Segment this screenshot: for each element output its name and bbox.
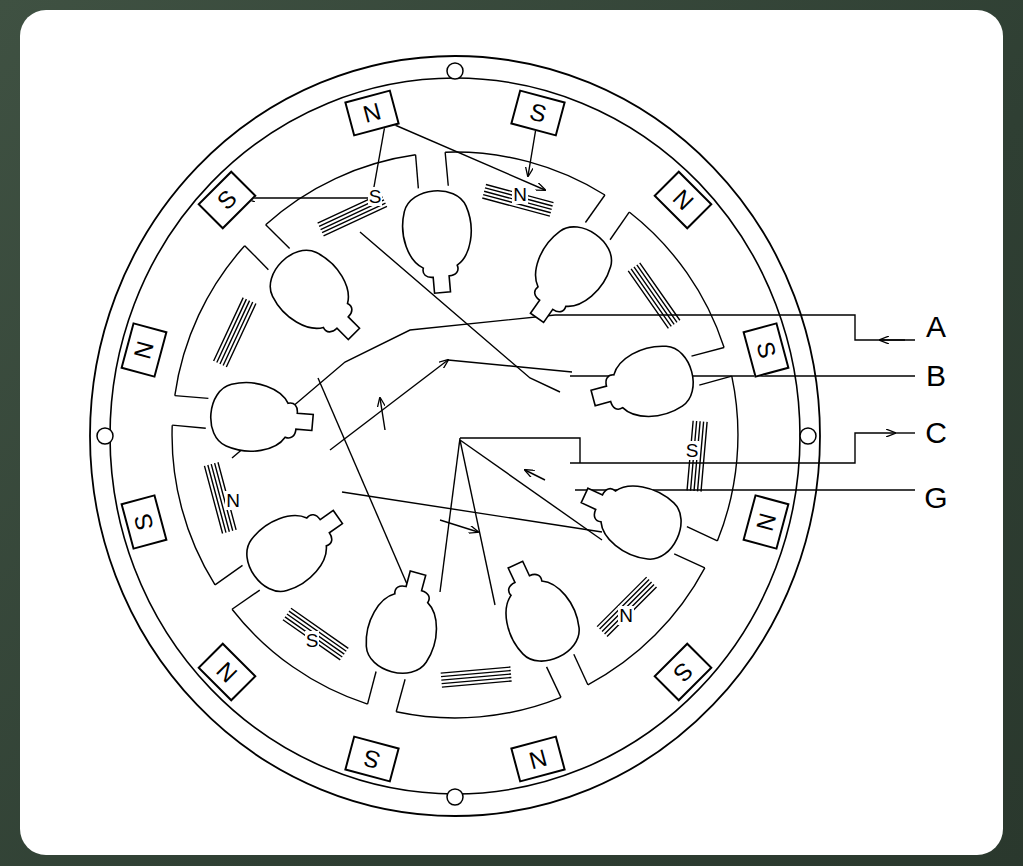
magnet-block: S [653,642,712,701]
stator-pole-letter: S [368,187,383,206]
magnet-block: S [120,495,167,551]
magnet-pole-letter: S [527,100,549,127]
terminal-label: A [926,312,946,342]
magnet-block: S [344,735,400,782]
magnet-block: N [198,642,257,701]
magnet-pole-letter: N [213,658,242,687]
stator-pole-letter: S [305,631,320,650]
magnet-pole-letter: N [752,511,780,534]
magnet-block: S [742,322,789,378]
magnet-block: S [198,170,257,229]
magnet-block: S [510,90,566,137]
stator-pole-letter: N [512,185,528,204]
magnet-pole-letter: S [213,186,241,214]
stator-pole-letter: N [618,606,634,625]
magnet-pole-letter: N [527,745,550,773]
terminal-label: G [924,483,947,513]
stator-pole-letter: S [685,441,700,460]
magnet-pole-letter: S [361,745,383,772]
terminal-label: B [926,361,946,391]
terminal-label: C [925,418,947,448]
magnet-block: N [742,495,789,551]
magnet-block: N [344,90,400,137]
magnet-block: N [653,170,712,229]
magnet-pole-letter: S [752,339,779,361]
magnet-pole-letter: N [360,100,383,128]
magnet-block: N [120,322,167,378]
magnet-pole-letter: N [130,338,158,361]
magnet-pole-letter: S [130,512,157,534]
stator-pole-letter: N [225,491,241,510]
magnet-block: N [510,735,566,782]
magnet-pole-letter: S [669,658,697,686]
magnet-pole-letter: N [668,185,697,214]
